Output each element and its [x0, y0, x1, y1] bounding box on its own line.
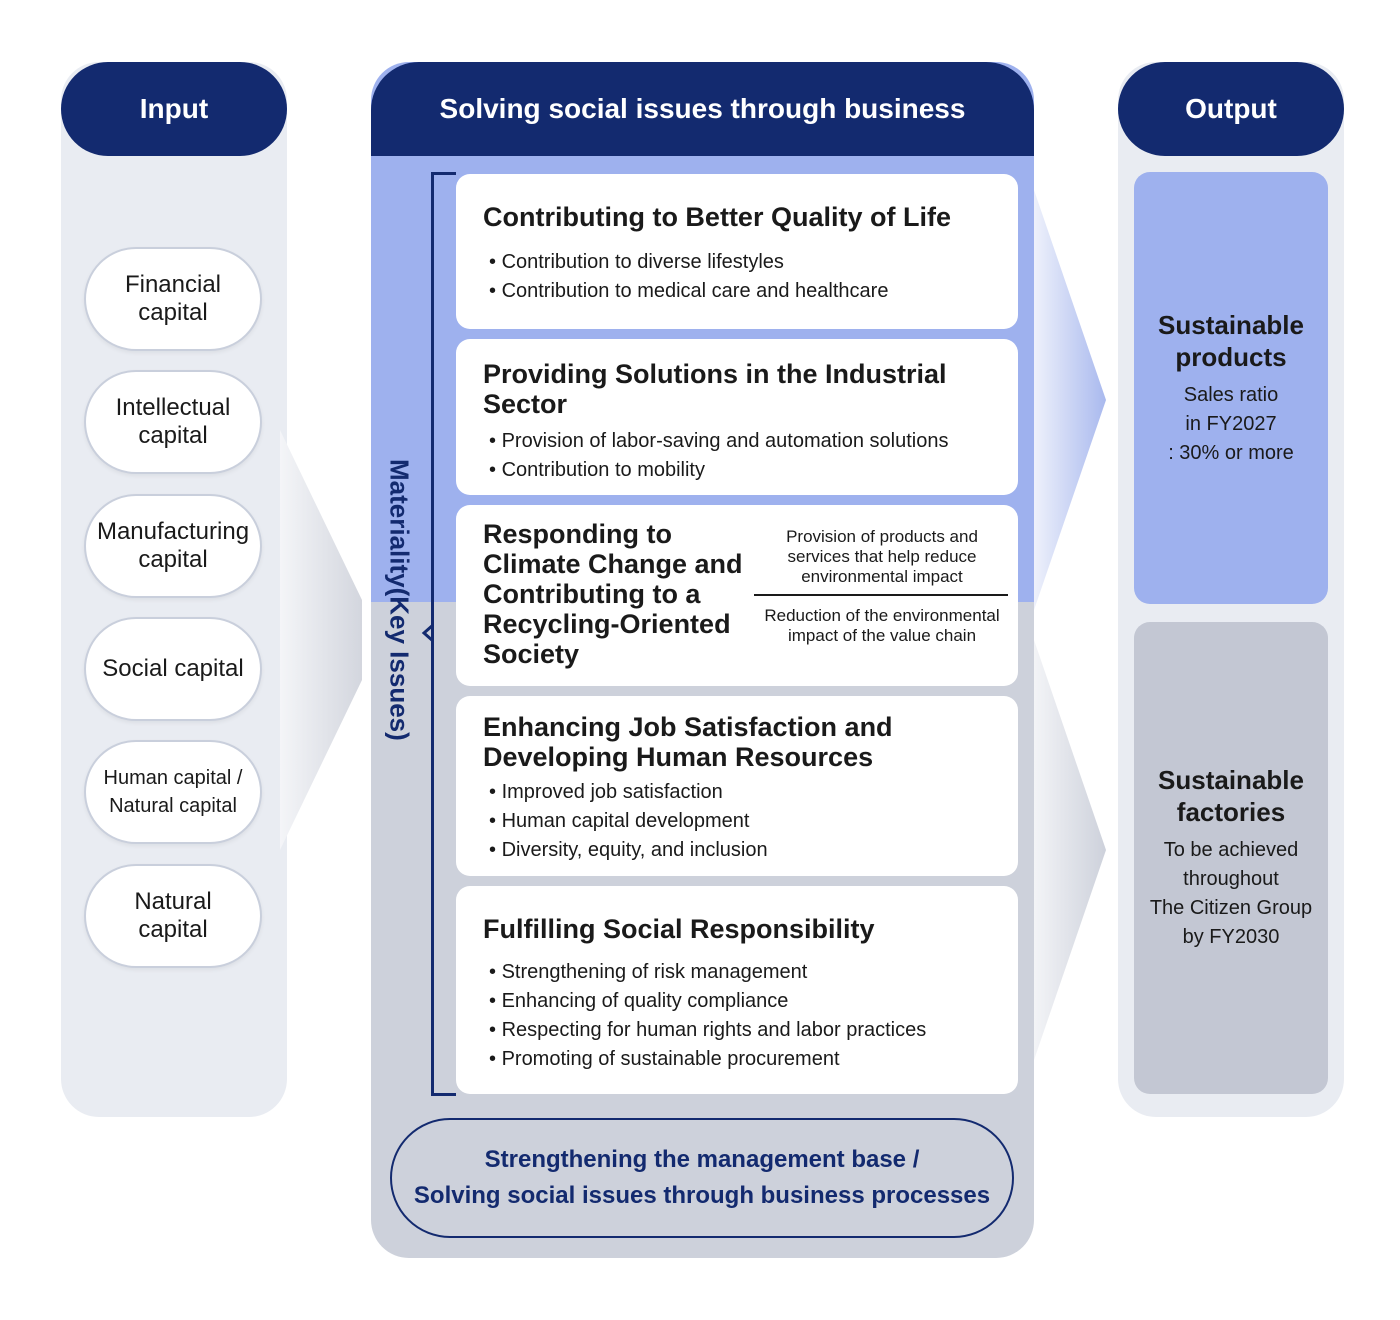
- materiality-label: Materiality(Key Issues): [384, 459, 415, 741]
- list-item: Contribution to mobility: [489, 456, 998, 485]
- management-base: Strengthening the management base / Solv…: [390, 1118, 1014, 1238]
- card-quality-of-life: Contributing to Better Quality of Life C…: [456, 174, 1018, 329]
- list-item: Strengthening of risk management: [489, 958, 998, 987]
- list-item: Promoting of sustainable procurement: [489, 1045, 998, 1074]
- list-item: Enhancing of quality compliance: [489, 987, 998, 1016]
- input-item-social-capital: Social capital: [84, 617, 262, 721]
- card-climate-change: Responding to Climate Change and Contrib…: [456, 505, 1018, 686]
- input-title: Input: [139, 93, 209, 124]
- input-item-human-natural-capital: Human capital /Natural capital: [84, 740, 262, 844]
- output-title: Output: [1185, 93, 1277, 124]
- output-box-title: Sustainable products: [1158, 309, 1304, 372]
- factories-arrow: [1034, 640, 1106, 1060]
- bracket-top-tick: [431, 172, 456, 175]
- middle-title: Solving social issues through business: [439, 93, 966, 124]
- middle-header: Solving social issues through business: [371, 62, 1034, 156]
- output-box-title: Sustainable factories: [1158, 765, 1304, 827]
- climate-divider: [754, 594, 1008, 596]
- list-item: Contribution to diverse lifestyles: [489, 248, 998, 277]
- climate-products-services: Provision of products and services that …: [786, 527, 978, 586]
- card-title: Contributing to Better Quality of Life: [483, 202, 951, 232]
- card-title: Enhancing Job Satisfaction and Developin…: [483, 712, 893, 772]
- card-title: Providing Solutions in the Industrial Se…: [483, 359, 947, 419]
- list-item: Human capital development: [489, 807, 998, 836]
- input-header: Input: [61, 62, 287, 156]
- bracket-bottom-tick: [431, 1093, 456, 1096]
- card-job-satisfaction: Enhancing Job Satisfaction and Developin…: [456, 696, 1018, 876]
- list-item: Diversity, equity, and inclusion: [489, 836, 998, 865]
- list-item: Provision of labor-saving and automation…: [489, 427, 998, 456]
- card-social-responsibility: Fulfilling Social Responsibility Strengt…: [456, 886, 1018, 1094]
- card-title: Fulfilling Social Responsibility: [483, 914, 875, 944]
- list-item: Contribution to medical care and healthc…: [489, 277, 998, 306]
- list-item: Respecting for human rights and labor pr…: [489, 1016, 998, 1045]
- output-sustainable-products: Sustainable products Sales ratio in FY20…: [1134, 172, 1328, 604]
- products-arrow: [1034, 190, 1106, 610]
- output-sustainable-factories: Sustainable factories To be achieved thr…: [1134, 622, 1328, 1094]
- output-header: Output: [1118, 62, 1344, 156]
- input-to-middle-arrow: [280, 430, 362, 850]
- card-industrial-sector: Providing Solutions in the Industrial Se…: [456, 339, 1018, 495]
- bracket-vertical: [431, 172, 434, 1096]
- bracket-notch: [421, 624, 434, 642]
- card-title: Responding to Climate Change and Contrib…: [483, 519, 743, 669]
- climate-value-chain: Reduction of the environmental impact of…: [764, 606, 1000, 645]
- list-item: Improved job satisfaction: [489, 778, 998, 807]
